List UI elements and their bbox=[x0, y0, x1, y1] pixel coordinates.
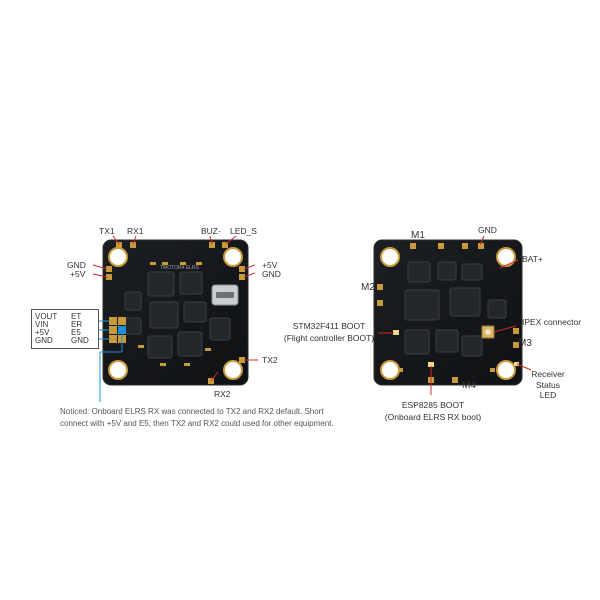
stm-boot-pad bbox=[393, 330, 399, 335]
label-receiver-led: Receiver Status LED bbox=[530, 370, 566, 400]
pin-map-table: VOUT ET VIN ER +5V E5 GND GND bbox=[31, 309, 99, 349]
label-rx1: RX1 bbox=[127, 226, 144, 236]
label-tx1: TX1 bbox=[99, 226, 115, 236]
label-5v-left: +5V bbox=[70, 269, 86, 279]
label-rx2: RX2 bbox=[214, 389, 231, 399]
mount-hole-br bbox=[223, 360, 243, 380]
mount-hole-bl bbox=[108, 360, 128, 380]
receiver-led-line-2: Status bbox=[535, 379, 561, 390]
left-chip-7 bbox=[124, 291, 142, 311]
pin-table-cell: E5 bbox=[71, 328, 81, 337]
label-led-s: LED_S bbox=[230, 226, 257, 236]
pin-table-cell: VIN bbox=[35, 320, 49, 329]
pin-table-cell: GND bbox=[35, 336, 53, 345]
stm-boot-title: STM32F411 BOOT bbox=[292, 321, 366, 331]
label-m4: M4 bbox=[462, 380, 476, 391]
esp-boot-pad bbox=[428, 362, 434, 367]
right-chip-9 bbox=[487, 299, 507, 319]
right-chip-4 bbox=[437, 261, 457, 281]
pin-table-cell: ER bbox=[71, 320, 83, 329]
esp-chip bbox=[449, 287, 481, 317]
left-chip-2 bbox=[179, 271, 203, 295]
right-mount-hole-br bbox=[496, 360, 516, 380]
esp-boot-title: ESP8285 BOOT bbox=[401, 400, 465, 410]
stm-boot-subtitle: (Flight controller BOOT) bbox=[283, 332, 375, 343]
label-bat: BAT+ bbox=[522, 254, 543, 264]
left-chip-8 bbox=[124, 317, 142, 335]
pin-table-cell: VOUT bbox=[35, 312, 58, 321]
mount-hole-tl bbox=[108, 247, 128, 267]
left-chip-3 bbox=[149, 301, 179, 329]
note-line-1: Noticed: Onboard ELRS RX was connected t… bbox=[60, 407, 324, 416]
right-chip-7 bbox=[435, 329, 459, 353]
label-gnd-right: GND bbox=[262, 269, 281, 279]
elrs-note: Noticed: Onboard ELRS RX was connected t… bbox=[60, 406, 390, 430]
pin-table-cell: ET bbox=[71, 312, 82, 321]
right-chip-5 bbox=[461, 263, 483, 281]
label-gnd-left: GND bbox=[67, 260, 86, 270]
esp-boot-subtitle: (Onboard ELRS RX boot) bbox=[384, 411, 482, 422]
stm32-chip bbox=[404, 289, 440, 321]
right-mount-hole-tl bbox=[380, 247, 400, 267]
receiver-led-line-3: LED bbox=[539, 390, 557, 400]
right-mount-hole-tr bbox=[496, 247, 516, 267]
receiver-status-led bbox=[514, 362, 519, 366]
label-ipex: IPEX connector bbox=[522, 317, 582, 327]
label-tx2: TX2 bbox=[262, 355, 278, 365]
right-chip-3 bbox=[407, 261, 431, 283]
left-flight-controller-board: TMOTOR4 ELRS bbox=[102, 239, 249, 386]
label-m1: M1 bbox=[411, 230, 425, 241]
left-chip-4 bbox=[183, 301, 207, 323]
right-esc-board bbox=[373, 239, 523, 386]
left-callout-lines bbox=[92, 235, 258, 382]
pin-table-cell: +5V bbox=[35, 328, 50, 337]
label-m3: M3 bbox=[518, 338, 532, 349]
label-gnd: GND bbox=[478, 225, 497, 235]
left-chip-9 bbox=[209, 317, 231, 341]
label-stm-boot: STM32F411 BOOT (Flight controller BOOT) bbox=[283, 322, 375, 342]
right-chip-8 bbox=[461, 335, 483, 357]
left-chip-5 bbox=[147, 335, 173, 359]
right-mount-hole-bl bbox=[380, 360, 400, 380]
left-chip-1 bbox=[147, 271, 175, 297]
left-chip-6 bbox=[177, 331, 203, 357]
left-silkscreen: TMOTOR4 ELRS bbox=[160, 265, 199, 271]
right-callout-lines bbox=[378, 235, 532, 395]
pin-table-connectors bbox=[97, 320, 123, 402]
label-m2: M2 bbox=[361, 282, 375, 293]
label-buz: BUZ- bbox=[201, 226, 221, 236]
right-chip-6 bbox=[404, 329, 430, 355]
label-esp-boot: ESP8285 BOOT (Onboard ELRS RX boot) bbox=[381, 401, 485, 421]
receiver-led-line-1: Receiver bbox=[531, 369, 565, 379]
mount-hole-tr bbox=[223, 247, 243, 267]
note-line-2: connect with +5V and E5, then TX2 and RX… bbox=[60, 419, 334, 428]
label-5v-right: +5V bbox=[262, 260, 278, 270]
pin-table-cell: GND bbox=[71, 336, 89, 345]
